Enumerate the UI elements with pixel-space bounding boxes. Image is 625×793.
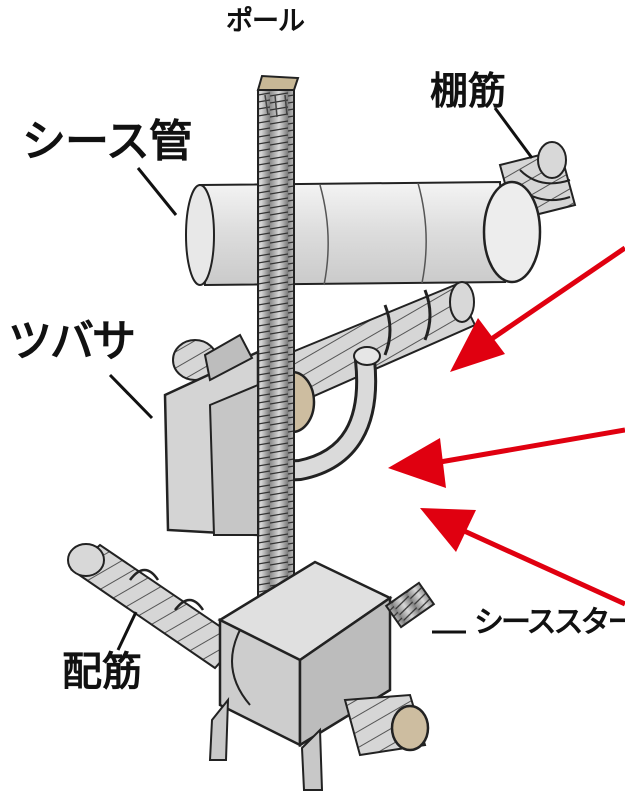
pole [256, 74, 300, 651]
red-arrow-1 [450, 245, 625, 372]
label-tsuba: ツバサ [8, 316, 136, 367]
label-distribution-rebar: 配筋 [62, 649, 142, 695]
force-arrows [388, 245, 625, 607]
label-shelf-rebar: 棚筋 [430, 69, 507, 113]
tie-rebar [283, 281, 477, 402]
label-sheath-tube: シース管 [22, 116, 193, 167]
red-arrow-2 [388, 427, 625, 488]
label-sheath-spacer: シーススター [474, 605, 625, 640]
red-arrow-3 [420, 508, 625, 607]
sheath-spacer [208, 560, 436, 791]
distribution-rebar [67, 543, 242, 670]
leader-lines [108, 107, 534, 651]
leader-shelf-rebar [493, 107, 534, 159]
leader-distribution-rebar [116, 611, 138, 651]
leader-sheath-tube [136, 167, 178, 216]
label-pole: ポール [226, 6, 305, 37]
tsuba-plates [163, 333, 260, 537]
leader-tsuba [108, 373, 154, 420]
sheath-tube [185, 180, 542, 287]
